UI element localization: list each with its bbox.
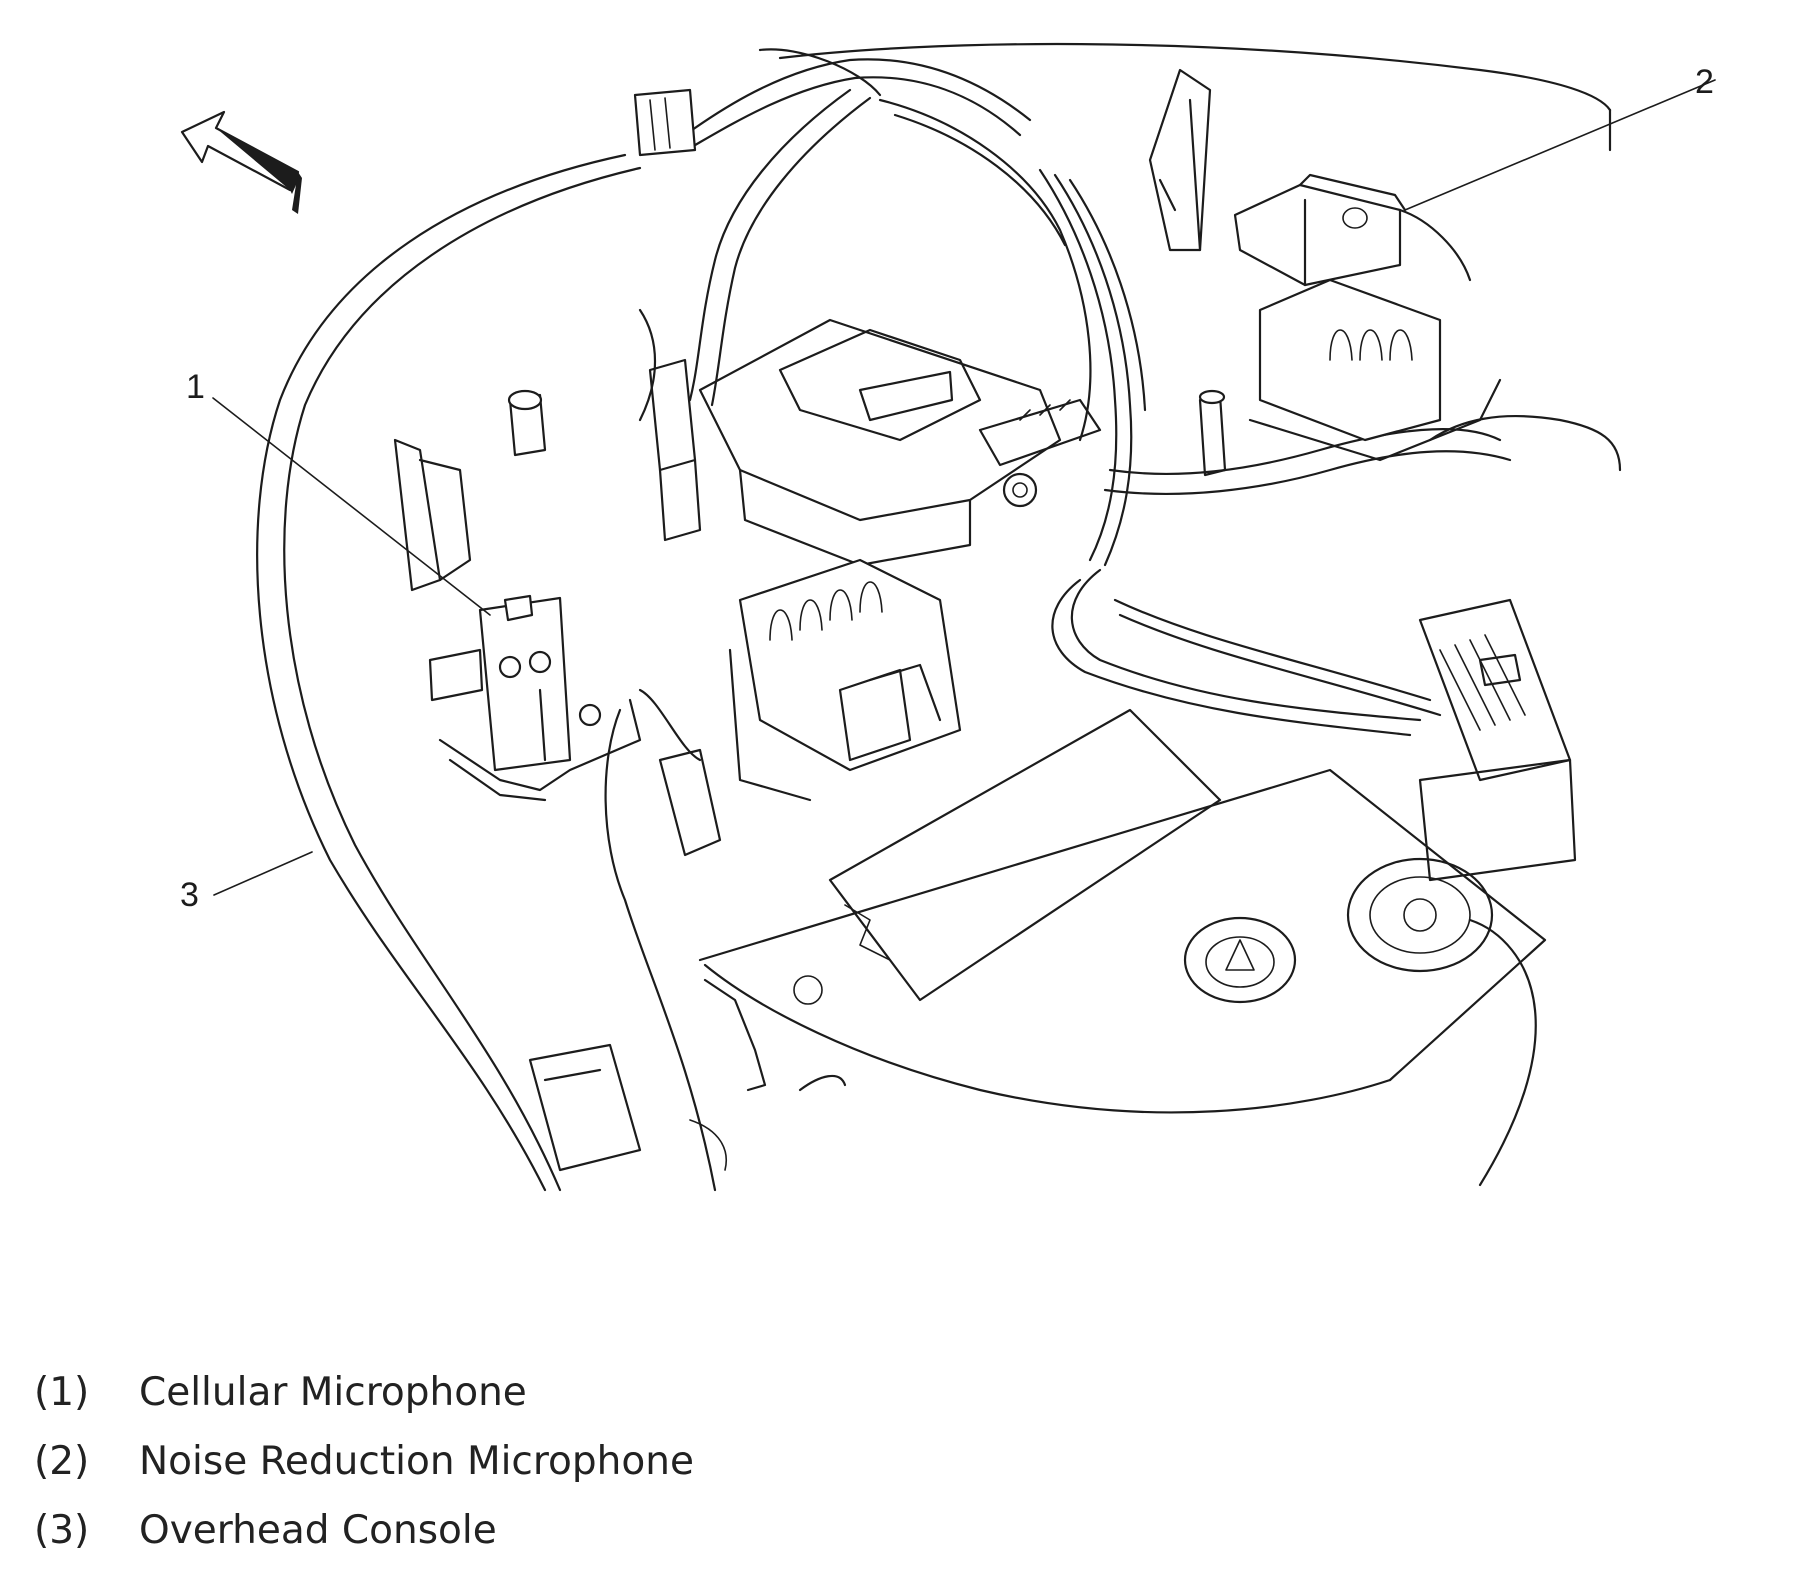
cellular-microphone (393, 389, 642, 802)
legend-number: (3) (34, 1508, 90, 1553)
callout-2: 2 (1695, 63, 1714, 101)
legend-number: (2) (34, 1439, 90, 1484)
center-module (638, 308, 1102, 567)
legend-label: Overhead Console (139, 1508, 497, 1553)
legend-item: (1) Cellular Microphone (34, 1358, 694, 1427)
top-harness-connector (633, 88, 697, 157)
legend-label: Cellular Microphone (139, 1370, 527, 1415)
center-connectors (638, 358, 962, 857)
overhead-console-diagram: 1 2 3 (180, 42, 1716, 1192)
display-panel (604, 708, 1547, 1192)
callout-3: 3 (180, 876, 199, 914)
legend-item: (3) Overhead Console (34, 1496, 694, 1565)
right-connectors (1148, 68, 1577, 882)
callout-1: 1 (186, 368, 205, 406)
legend: (1) Cellular Microphone (2) Noise Reduct… (34, 1358, 694, 1565)
callout-leaders (212, 79, 1716, 896)
overhead-console (256, 42, 1612, 1192)
legend-item: (2) Noise Reduction Microphone (34, 1427, 694, 1496)
legend-label: Noise Reduction Microphone (139, 1439, 694, 1484)
legend-number: (1) (34, 1370, 90, 1415)
noise-reduction-microphone (1233, 173, 1472, 287)
forward-arrow-icon (180, 110, 302, 214)
wiring-harness (683, 48, 1622, 737)
